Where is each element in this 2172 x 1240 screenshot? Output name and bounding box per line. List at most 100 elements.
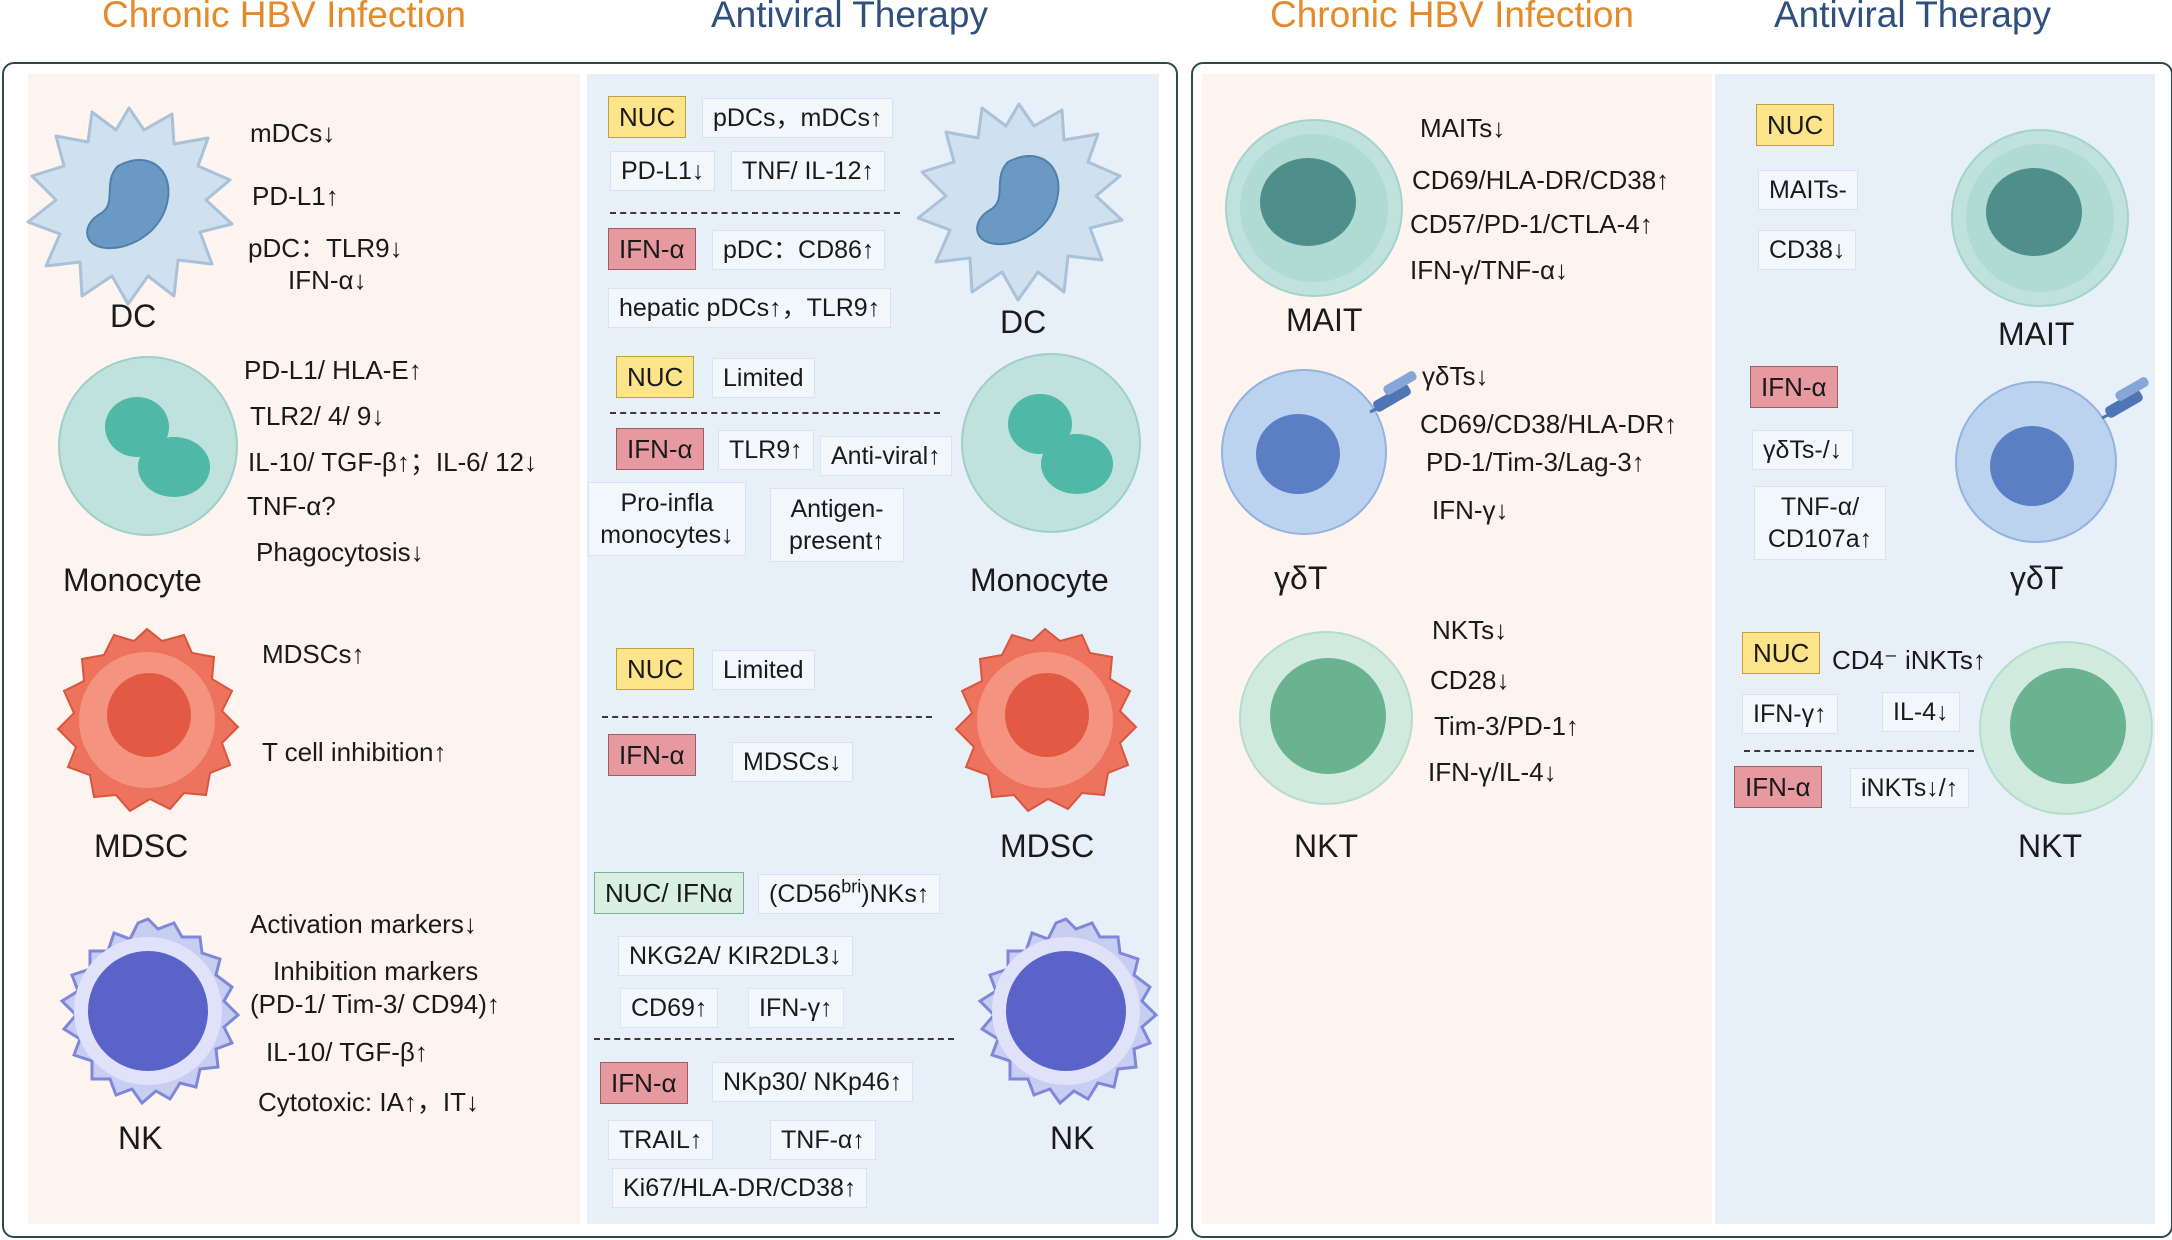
right-gdt-text-2: CD69/CD38/HLA-DR↑ <box>1420 409 1678 439</box>
header-right-infection: Chronic HBV Infection <box>1270 0 1635 35</box>
left-mono-divider <box>610 412 940 414</box>
left-therapy-nk-box-2: CD69↑ <box>620 988 719 1028</box>
right-therapy-nkt-text-1: CD4⁻ iNKTs↑ <box>1832 645 1986 675</box>
left-dc-text-3: pDC：TLR9↓ <box>248 233 403 263</box>
nkt-cell-icon-therapy <box>1979 641 2153 815</box>
header-right-therapy: Antiviral Therapy <box>1774 0 2051 35</box>
header-left-infection: Chronic HBV Infection <box>102 0 467 35</box>
right-gdt-text-1: γδTs↓ <box>1422 361 1489 391</box>
left-dc-ifn-tag: IFN-α <box>608 228 696 270</box>
right-gdt-ifn-tag: IFN-α <box>1750 366 1838 408</box>
left-nk-divider <box>594 1038 954 1040</box>
monocyte-cell-icon-therapy <box>961 353 1141 533</box>
right-mait-text-4: IFN-γ/TNF-α↓ <box>1410 255 1568 285</box>
left-mono-text-1: PD-L1/ HLA-E↑ <box>244 355 422 385</box>
right-mait-text-2: CD69/HLA-DR/CD38↑ <box>1412 165 1670 195</box>
right-mait-text-3: CD57/PD-1/CTLA-4↑ <box>1410 209 1653 239</box>
left-therapy-nk-cd56-box: (CD56bri)NKs↑ <box>758 874 941 914</box>
nk-cell-icon <box>59 917 241 1106</box>
left-therapy-nk-box-5: TRAIL↑ <box>608 1120 714 1160</box>
gdt-cell-icon <box>1221 369 1417 535</box>
mait-cell-icon-therapy <box>1951 129 2129 307</box>
left-therapy-mdsc-box-1: Limited <box>712 650 815 690</box>
cd56-suffix: )NKs↑ <box>861 880 930 908</box>
right-nkt-text-2: CD28↓ <box>1430 665 1510 695</box>
left-therapy-dc-box-5: hepatic pDCs↑，TLR9↑ <box>608 288 892 328</box>
left-therapy-dc-box-1: pDCs，mDCs↑ <box>702 98 894 138</box>
left-dc-nuc-tag: NUC <box>608 96 687 138</box>
cd56-sup: bri <box>841 876 862 897</box>
left-mono-text-2: TLR2/ 4/ 9↓ <box>250 401 385 431</box>
right-therapy-gdt-box-2: TNF-α/ CD107a↑ <box>1754 486 1886 560</box>
monocyte-cell-icon <box>58 356 238 536</box>
nkt-label-therapy: NKT <box>2018 828 2082 864</box>
nkt-label-left: NKT <box>1294 828 1358 864</box>
left-mono-ifn-tag: IFN-α <box>616 428 704 470</box>
right-therapy-nkt-box-2: IL-4↓ <box>1882 692 1960 732</box>
nk-label-left: NK <box>118 1120 163 1156</box>
right-therapy-nkt-box-3: iNKTs↓/↑ <box>1850 768 1970 808</box>
dc-cell-icon <box>26 106 234 306</box>
mait-label-left: MAIT <box>1286 302 1363 338</box>
left-therapy-mdsc-box-2: MDSCs↓ <box>732 742 853 782</box>
left-therapy-dc-box-3: TNF/ IL-12↑ <box>731 151 885 191</box>
right-therapy-nkt-box-1: IFN-γ↑ <box>1742 694 1838 734</box>
dc-cell-icon-therapy <box>916 102 1124 302</box>
right-gdt-text-3: PD-1/Tim-3/Lag-3↑ <box>1426 447 1645 477</box>
left-therapy-mono-box-4: Pro-infla monocytes↓ <box>588 482 746 556</box>
mdsc-cell-icon <box>56 627 240 813</box>
left-dc-text-1: mDCs↓ <box>250 118 336 148</box>
right-nkt-text-4: IFN-γ/IL-4↓ <box>1428 757 1557 787</box>
left-mdsc-text-2: T cell inhibition↑ <box>262 737 447 767</box>
dc-label-therapy: DC <box>1000 304 1047 340</box>
nk-label-therapy: NK <box>1050 1120 1095 1156</box>
left-mono-text-4: TNF-α? <box>247 491 336 521</box>
cd56-prefix: (CD56 <box>769 880 842 908</box>
right-therapy-mait-box-2: CD38↓ <box>1758 230 1857 270</box>
left-mdsc-divider <box>602 716 932 718</box>
left-mono-nuc-tag: NUC <box>616 356 695 398</box>
left-mono-text-5: Phagocytosis↓ <box>256 537 424 567</box>
left-therapy-dc-box-2: PD-L1↓ <box>610 151 716 191</box>
right-gdt-text-4: IFN-γ↓ <box>1432 495 1509 525</box>
left-nk-ifn-tag: IFN-α <box>600 1062 688 1104</box>
left-nk-text-5: Cytotoxic: IA↑，IT↓ <box>258 1087 480 1117</box>
left-nk-nuc-ifn-tag: NUC/ IFNα <box>594 872 744 914</box>
right-nkt-text-1: NKTs↓ <box>1432 615 1508 645</box>
monocyte-label-left: Monocyte <box>63 562 202 598</box>
left-nk-text-1: Activation markers↓ <box>250 909 477 939</box>
mait-label-therapy: MAIT <box>1998 316 2075 352</box>
left-mdsc-ifn-tag: IFN-α <box>608 734 696 776</box>
left-therapy-mono-box-5: Antigen-present↑ <box>770 488 904 562</box>
right-mait-text-1: MAITs↓ <box>1420 113 1506 143</box>
left-dc-text-4: IFN-α↓ <box>288 265 367 295</box>
gdt-cell-icon-therapy <box>1955 377 2149 543</box>
left-dc-divider <box>610 212 900 214</box>
left-therapy-mono-box-2: TLR9↑ <box>718 430 814 470</box>
left-therapy-nk-box-3: IFN-γ↑ <box>748 988 844 1028</box>
nk-cell-icon-therapy <box>977 917 1159 1106</box>
left-nk-text-2: Inhibition markers <box>273 956 479 986</box>
right-mait-nuc-tag: NUC <box>1756 104 1835 146</box>
left-mdsc-nuc-tag: NUC <box>616 648 695 690</box>
left-therapy-mono-box-1: Limited <box>712 358 815 398</box>
mdsc-label-therapy: MDSC <box>1000 828 1095 864</box>
left-therapy-nk-box-7: Ki67/HLA-DR/CD38↑ <box>612 1168 868 1208</box>
mdsc-label-left: MDSC <box>94 828 189 864</box>
mait-cell-icon <box>1225 119 1403 297</box>
mdsc-cell-icon-therapy <box>954 627 1138 813</box>
nkt-cell-icon <box>1239 631 1413 805</box>
left-nk-text-3: (PD-1/ Tim-3/ CD94)↑ <box>250 989 500 1019</box>
left-therapy-nk-box-6: TNF-α↑ <box>770 1120 876 1160</box>
dc-label-left: DC <box>110 298 157 334</box>
right-nkt-ifn-tag: IFN-α <box>1734 766 1822 808</box>
header-left-therapy: Antiviral Therapy <box>711 0 988 35</box>
right-therapy-mait-box-1: MAITs- <box>1758 170 1858 210</box>
left-therapy-mono-box-3: Anti-viral↑ <box>820 436 952 476</box>
right-nkt-nuc-tag: NUC <box>1742 632 1821 674</box>
left-nk-text-4: IL-10/ TGF-β↑ <box>266 1037 428 1067</box>
gdt-label-therapy: γδT <box>2010 560 2064 596</box>
left-therapy-nk-box-4: NKp30/ NKp46↑ <box>712 1062 914 1102</box>
left-dc-text-2: PD-L1↑ <box>252 181 339 211</box>
left-mdsc-text-1: MDSCs↑ <box>262 639 365 669</box>
